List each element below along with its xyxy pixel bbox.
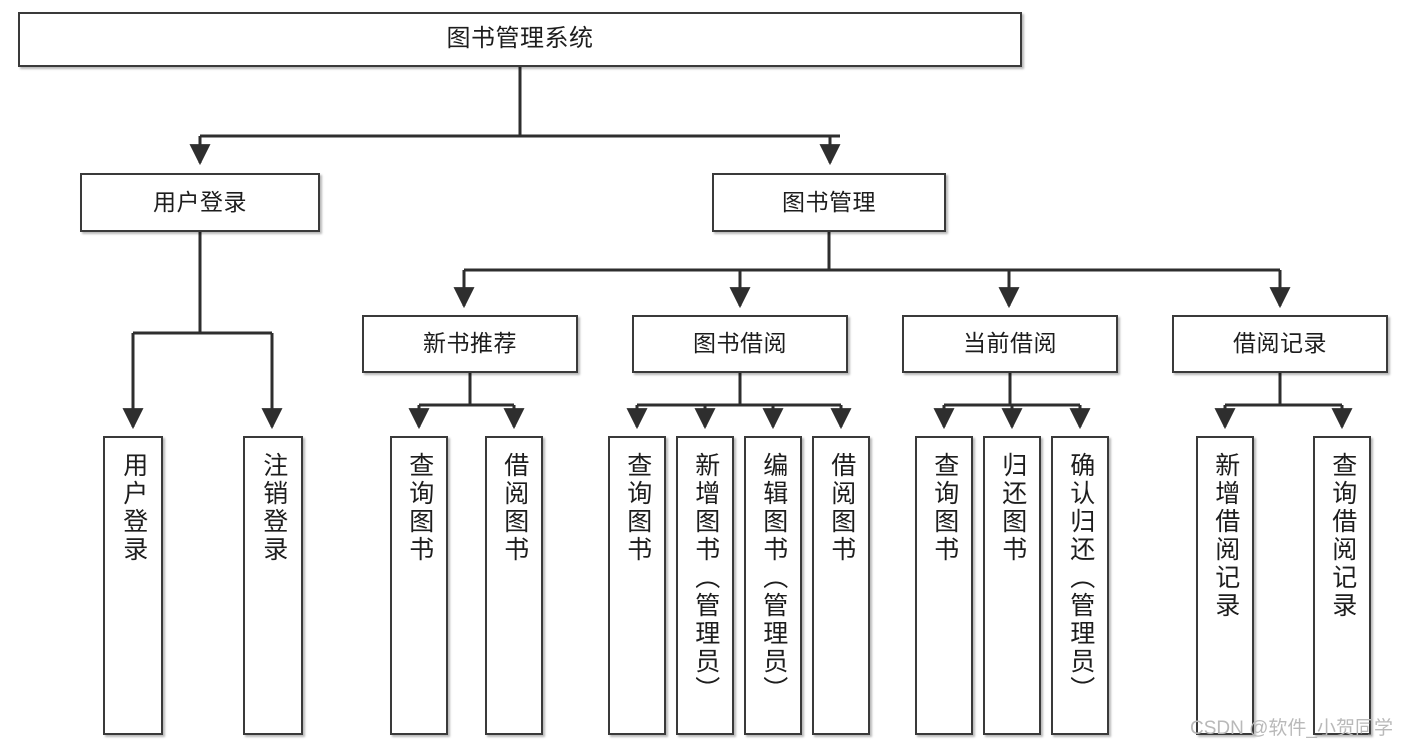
node-leaf-borrow-book-1-label: 借阅图书 — [500, 452, 529, 564]
node-leaf-query-record[interactable]: 查询借阅记录 — [1313, 436, 1371, 735]
node-leaf-add-book-label: 新增图书（管理员） — [691, 452, 720, 704]
node-book-borrow[interactable]: 图书借阅 — [632, 315, 848, 373]
node-current-borrow-label: 当前借阅 — [963, 330, 1057, 357]
node-leaf-logout-label: 注销登录 — [259, 452, 288, 564]
node-leaf-borrow-book-1[interactable]: 借阅图书 — [485, 436, 543, 735]
node-root-label: 图书管理系统 — [446, 25, 594, 53]
node-leaf-edit-book-label: 编辑图书（管理员） — [759, 452, 788, 704]
node-user-login[interactable]: 用户登录 — [80, 173, 320, 232]
node-leaf-return-book-label: 归还图书 — [998, 452, 1027, 564]
node-leaf-user-login-label: 用户登录 — [119, 452, 148, 564]
node-leaf-borrow-book-2[interactable]: 借阅图书 — [812, 436, 870, 735]
node-book-manage[interactable]: 图书管理 — [712, 173, 946, 232]
node-leaf-confirm-return-label: 确认归还（管理员） — [1066, 452, 1095, 704]
node-leaf-return-book[interactable]: 归还图书 — [983, 436, 1041, 735]
node-leaf-query-book-3[interactable]: 查询图书 — [915, 436, 973, 735]
node-leaf-user-login[interactable]: 用户登录 — [103, 436, 163, 735]
node-leaf-add-record[interactable]: 新增借阅记录 — [1196, 436, 1254, 735]
node-borrow-record[interactable]: 借阅记录 — [1172, 315, 1388, 373]
node-leaf-query-book-3-label: 查询图书 — [930, 452, 959, 564]
node-leaf-query-book-1-label: 查询图书 — [405, 452, 434, 564]
node-current-borrow[interactable]: 当前借阅 — [902, 315, 1118, 373]
node-book-borrow-label: 图书借阅 — [693, 330, 787, 357]
node-leaf-query-book-1[interactable]: 查询图书 — [390, 436, 448, 735]
node-leaf-query-book-2[interactable]: 查询图书 — [608, 436, 666, 735]
node-leaf-query-record-label: 查询借阅记录 — [1328, 452, 1357, 620]
node-root[interactable]: 图书管理系统 — [18, 12, 1022, 67]
node-new-book-recommend[interactable]: 新书推荐 — [362, 315, 578, 373]
node-user-login-label: 用户登录 — [153, 188, 247, 215]
watermark: CSDN @软件_小贺同学 — [1190, 718, 1393, 739]
node-leaf-borrow-book-2-label: 借阅图书 — [827, 452, 856, 564]
node-leaf-confirm-return[interactable]: 确认归还（管理员） — [1051, 436, 1109, 735]
node-book-manage-label: 图书管理 — [782, 188, 876, 215]
node-borrow-record-label: 借阅记录 — [1233, 330, 1327, 357]
node-new-book-recommend-label: 新书推荐 — [423, 330, 517, 357]
node-leaf-logout[interactable]: 注销登录 — [243, 436, 303, 735]
node-leaf-add-book[interactable]: 新增图书（管理员） — [676, 436, 734, 735]
node-leaf-edit-book[interactable]: 编辑图书（管理员） — [744, 436, 802, 735]
node-leaf-query-book-2-label: 查询图书 — [623, 452, 652, 564]
node-leaf-add-record-label: 新增借阅记录 — [1211, 452, 1240, 620]
